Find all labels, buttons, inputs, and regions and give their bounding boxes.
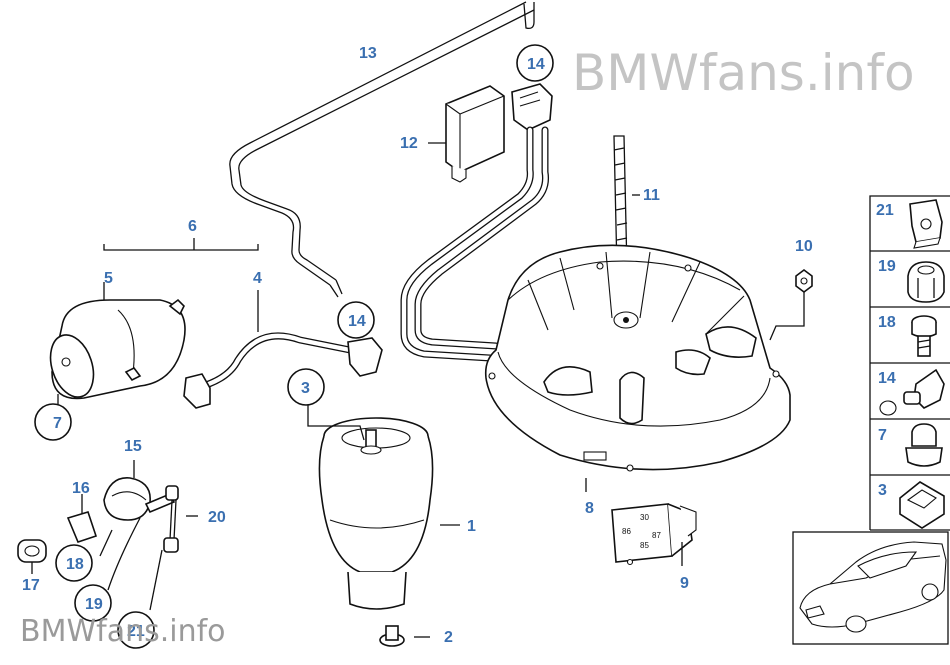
callout-18[interactable]: 18	[66, 556, 84, 573]
callout-14-mid[interactable]: 14	[348, 313, 366, 330]
car-thumbnail	[792, 531, 949, 645]
air-line-13	[229, 1, 535, 298]
nut-10	[769, 269, 813, 341]
legend-number-18: 18	[878, 314, 896, 331]
svg-text:30: 30	[640, 513, 649, 522]
nut-icon	[907, 261, 945, 303]
svg-text:86: 86	[622, 527, 631, 536]
watermark-bottom-suffix: .info	[159, 614, 226, 649]
callout-21[interactable]: 21	[127, 623, 145, 640]
clip-3-leader	[307, 404, 365, 441]
callout-20[interactable]: 20	[208, 509, 226, 526]
callout-9[interactable]: 9	[680, 575, 689, 592]
control-unit-12	[428, 85, 505, 183]
legend-number-19: 19	[878, 258, 896, 275]
clip-icon	[899, 481, 945, 529]
bracket-16	[66, 494, 98, 543]
svg-text:85: 85	[640, 541, 649, 550]
compressor-housing-8	[484, 244, 791, 492]
callout-13[interactable]: 13	[359, 45, 377, 62]
callout-4[interactable]: 4	[253, 270, 262, 287]
air-spring-1	[318, 417, 460, 610]
callout-circles	[34, 44, 554, 649]
watermark-top-brand: BMWfans	[572, 44, 805, 102]
connector-14-top	[400, 83, 553, 362]
callout-14-top[interactable]: 14	[527, 56, 545, 73]
callout-12[interactable]: 12	[400, 135, 418, 152]
callout-10[interactable]: 10	[795, 238, 813, 255]
screw-icon	[911, 315, 937, 357]
screw-2	[379, 625, 430, 647]
grommet-17	[17, 539, 47, 574]
legend-number-21: 21	[876, 202, 894, 219]
hose-fitting-icon	[879, 368, 945, 416]
legend-number-7: 7	[878, 427, 887, 444]
callout-3[interactable]: 3	[301, 380, 310, 397]
watermark-bottom: BMWfans.info	[20, 614, 226, 649]
callout-11[interactable]: 11	[643, 187, 660, 204]
callout-8[interactable]: 8	[585, 500, 594, 517]
callout-5[interactable]: 5	[104, 270, 113, 287]
relay-9: 30 86 87 85	[611, 503, 697, 566]
callout-19[interactable]: 19	[85, 596, 103, 613]
legend-panel: 21 19 18 14 7 3	[869, 195, 950, 531]
legend-number-14: 14	[878, 370, 896, 387]
car-silhouette-icon	[799, 541, 947, 633]
callout-6[interactable]: 6	[188, 218, 197, 235]
rod-20	[163, 485, 198, 553]
callout-1[interactable]: 1	[467, 518, 476, 535]
callout-2[interactable]: 2	[444, 629, 453, 646]
height-sensor-15	[103, 460, 176, 521]
hose-4	[183, 332, 383, 409]
callout-7[interactable]: 7	[53, 415, 62, 432]
legend-number-3: 3	[878, 482, 887, 499]
callout-16[interactable]: 16	[72, 480, 90, 497]
callout-17[interactable]: 17	[22, 577, 40, 594]
watermark-top: BMWfans.info	[572, 44, 915, 102]
reservoir-5	[49, 298, 186, 400]
plug-screw-icon	[905, 423, 943, 467]
clip-nut-icon	[909, 199, 943, 249]
leaders-18-19-21	[99, 517, 163, 611]
assembly-6-bracket	[103, 238, 259, 332]
watermark-top-suffix: .info	[804, 44, 915, 102]
svg-text:87: 87	[652, 531, 661, 540]
watermark-bottom-brand: BMWfans	[20, 614, 160, 649]
callout-15[interactable]: 15	[124, 438, 142, 455]
